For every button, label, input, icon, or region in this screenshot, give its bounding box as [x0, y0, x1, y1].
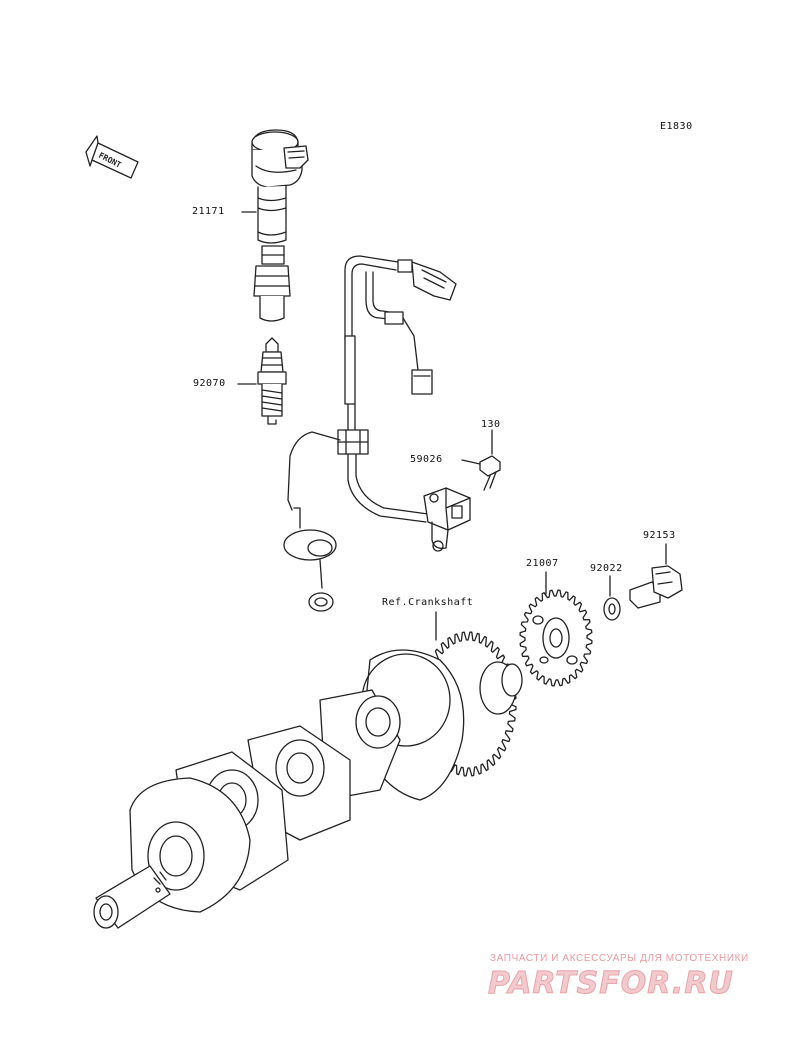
watermark-tagline: ЗАПЧАСТИ И АКСЕССУАРЫ ДЛЯ МОТОТЕХНИКИ	[490, 953, 749, 964]
ignition-coil-drawing	[241, 129, 309, 322]
part-number-21007[interactable]: 21007	[526, 558, 559, 569]
pickup-coil-harness-drawing	[283, 255, 457, 612]
reference-label[interactable]: Ref.Crankshaft	[382, 597, 474, 608]
part-number-92022[interactable]: 92022	[590, 563, 623, 574]
part-number-59026[interactable]: 59026	[410, 454, 443, 465]
rotor-bolt-drawing	[629, 543, 683, 609]
front-arrow-icon: FRONT	[85, 135, 139, 179]
part-number-130[interactable]: 130	[481, 419, 501, 430]
crankshaft-drawing	[93, 611, 523, 929]
pickup-coil-drawing	[423, 487, 471, 552]
diagram-code: E1830	[660, 121, 693, 132]
part-number-21171[interactable]: 21171	[192, 206, 225, 217]
timing-rotor-drawing	[519, 571, 593, 687]
part-number-92070[interactable]: 92070	[193, 378, 226, 389]
bolt-130-drawing	[461, 429, 501, 491]
part-number-92153[interactable]: 92153	[643, 530, 676, 541]
washer-drawing	[603, 575, 621, 621]
watermark-brand-logo: PARTSFOR.RU	[488, 966, 734, 1002]
spark-plug-drawing	[237, 337, 287, 425]
